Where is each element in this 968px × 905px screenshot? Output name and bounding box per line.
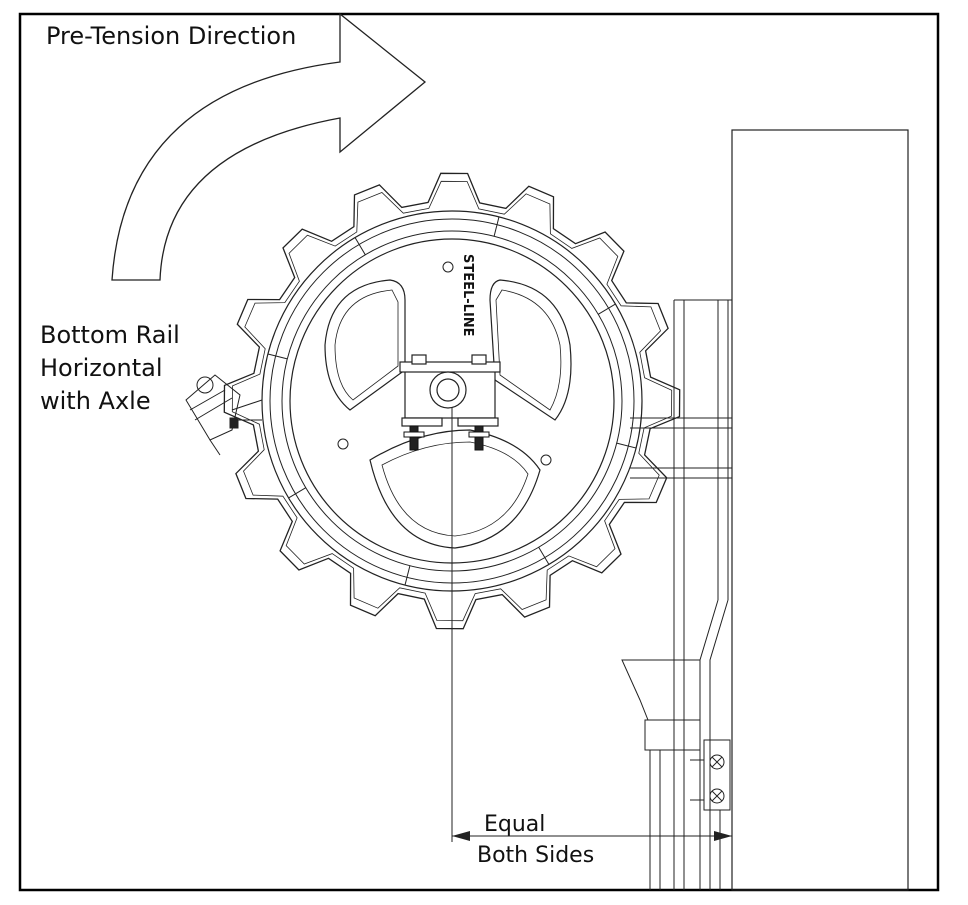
dimension-arrow-icon <box>452 831 470 841</box>
bottom-rail-bracket <box>185 374 263 456</box>
drawing-border <box>18 12 940 892</box>
jamb-wall <box>731 129 909 891</box>
equal-label-1: Equal <box>484 812 545 837</box>
wheel-slot <box>538 546 550 565</box>
wheel-slot <box>404 565 411 586</box>
hub-clamp <box>399 354 501 427</box>
equal-label-2: Both Sides <box>477 843 594 868</box>
bottom-rail-label-1: Bottom Rail <box>40 321 180 349</box>
bottom-rail-label-3: with Axle <box>40 387 151 415</box>
wheel-slot <box>267 353 288 360</box>
dimension-arrow-icon <box>714 831 732 841</box>
dimension-lines <box>451 408 732 842</box>
wheel-slot <box>597 303 616 315</box>
wheel-slot <box>288 487 307 499</box>
wheel-slot <box>616 442 637 449</box>
clamp-bolts <box>403 425 490 451</box>
screw-icon <box>709 754 725 770</box>
screw-icon <box>709 788 725 804</box>
pre-tension-arrow <box>111 12 427 281</box>
pretension-label: Pre-Tension Direction <box>46 22 296 50</box>
vertical-track <box>621 299 732 890</box>
bottom-rail-label-2: Horizontal <box>40 354 163 382</box>
brand-text: STEEL-LINE <box>460 254 475 337</box>
wheel-slot <box>354 237 366 256</box>
wheel-slot <box>493 216 500 237</box>
